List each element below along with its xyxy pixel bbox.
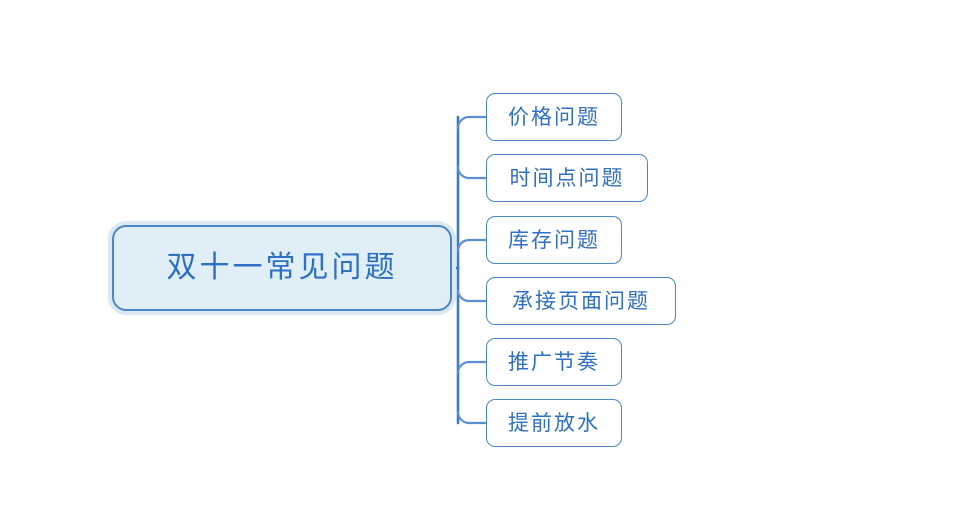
- child-node-label: 时间点问题: [509, 165, 625, 190]
- child-node-3[interactable]: 库存问题: [486, 216, 622, 264]
- root-node-label: 双十一常见问题: [166, 250, 398, 285]
- child-node-1[interactable]: 价格问题: [486, 93, 622, 141]
- root-node[interactable]: 双十一常见问题: [108, 221, 456, 315]
- connector-branch-4: [456, 288, 488, 303]
- child-node-label: 价格问题: [508, 104, 600, 129]
- connector-branch-3: [456, 238, 488, 253]
- child-node-label: 库存问题: [508, 227, 600, 252]
- child-node-2[interactable]: 时间点问题: [486, 154, 648, 202]
- root-node-body: 双十一常见问题: [112, 225, 452, 311]
- connector-branch-2: [456, 165, 488, 180]
- connector-branch-6: [456, 410, 488, 425]
- connector-branch-5: [456, 360, 488, 375]
- child-node-label: 承接页面问题: [512, 288, 650, 313]
- child-node-label: 提前放水: [508, 410, 600, 435]
- child-node-4[interactable]: 承接页面问题: [486, 277, 676, 325]
- child-node-5[interactable]: 推广节奏: [486, 338, 622, 386]
- child-node-label: 推广节奏: [508, 349, 600, 374]
- connector-branch-1: [456, 115, 488, 130]
- child-node-6[interactable]: 提前放水: [486, 399, 622, 447]
